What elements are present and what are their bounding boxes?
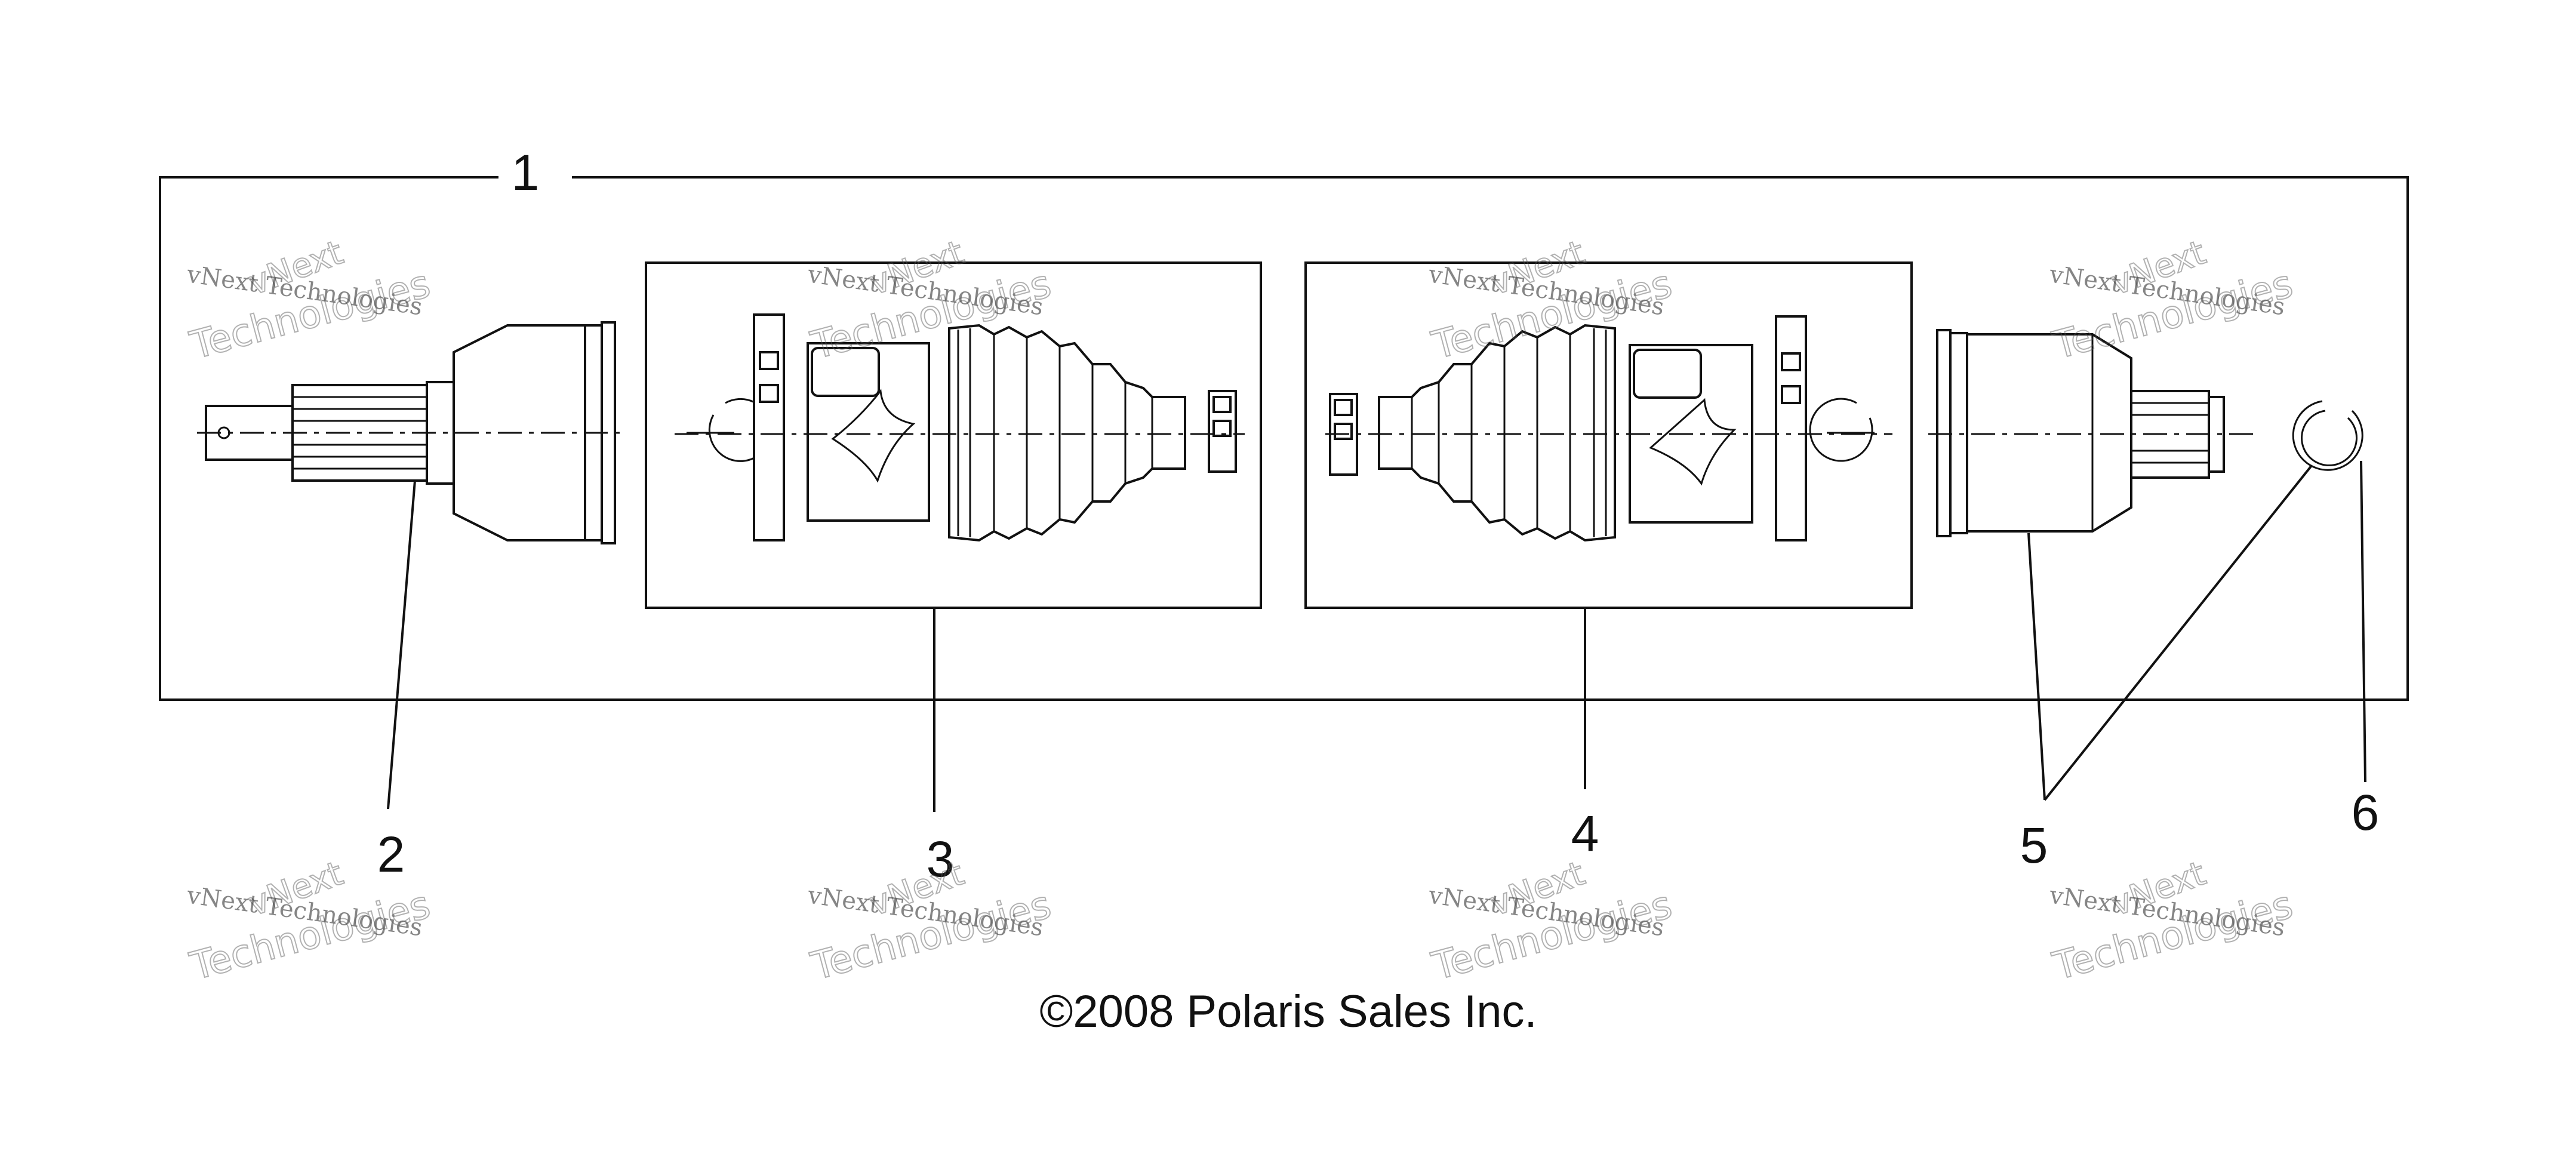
watermark: vNext vNext Technologies Technologies	[2047, 854, 2298, 990]
watermark: vNext vNext Technologies Technologies	[805, 854, 1056, 990]
watermark: vNext vNext Technologies Technologies	[1426, 854, 1677, 990]
callout-4[interactable]: 4	[1571, 805, 1599, 861]
assembly-frame	[159, 176, 2409, 701]
inner-boot-kit-parts	[1329, 315, 1875, 542]
copyright-notice: ©2008 Polaris Sales Inc.	[1039, 986, 1537, 1037]
callout-5[interactable]: 5	[2020, 817, 2048, 873]
outer-boot-kit-parts	[687, 313, 1237, 542]
outer-boot-kit-box	[645, 261, 1262, 609]
watermark: vNext vNext Technologies Technologies	[2047, 233, 2298, 369]
inner-boot-kit-box	[1304, 261, 1913, 609]
callout-3[interactable]: 3	[927, 831, 955, 887]
callout-1[interactable]: 1	[512, 144, 540, 201]
callout-2[interactable]: 2	[377, 826, 405, 882]
retaining-ring[interactable]	[2292, 400, 2363, 471]
leader-lines	[387, 460, 2366, 812]
callout-6[interactable]: 6	[2352, 784, 2380, 841]
watermark: vNext vNext Technologies Technologies	[184, 233, 435, 369]
